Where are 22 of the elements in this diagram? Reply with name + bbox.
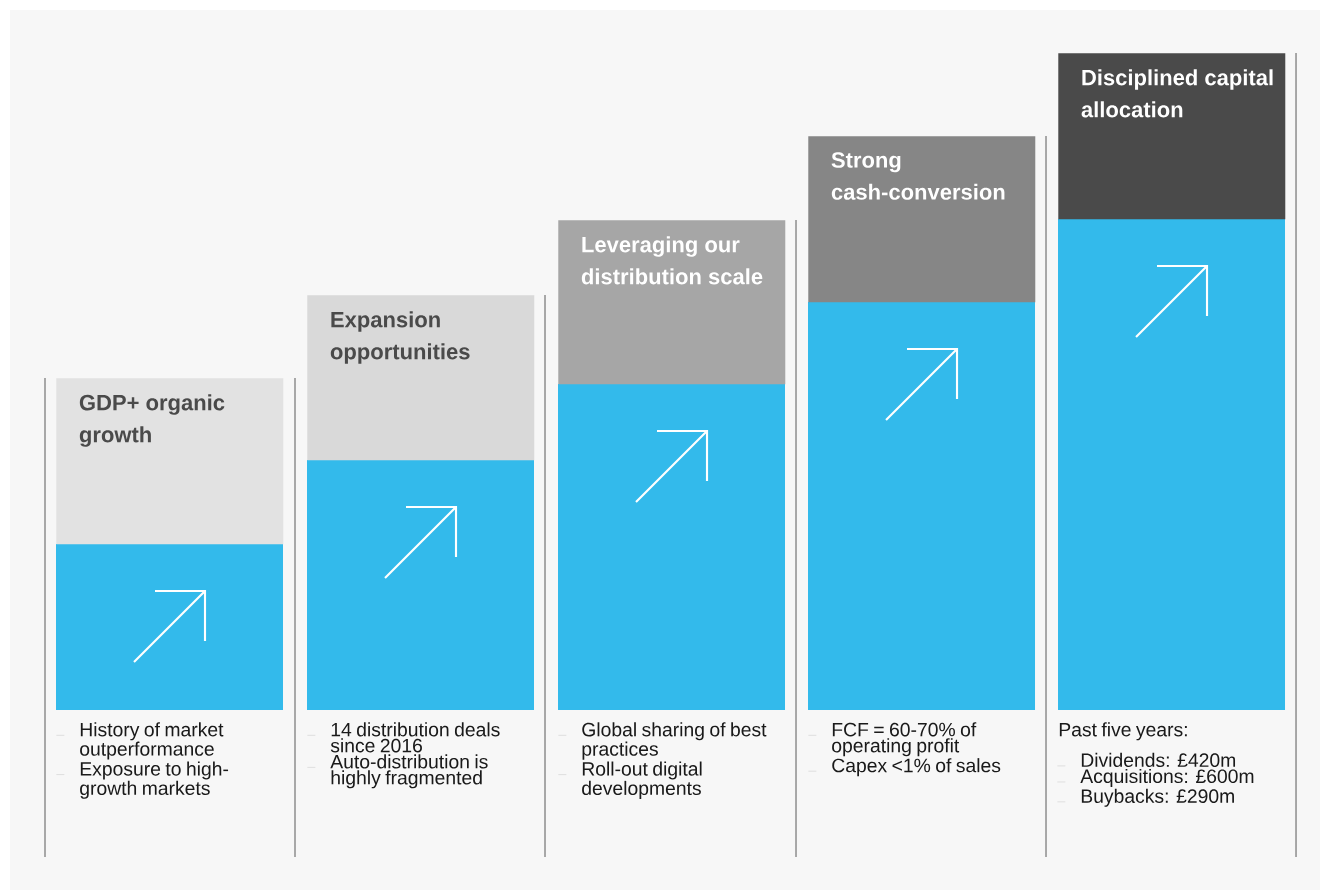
bullet-text: Buybacks: £290m (1081, 788, 1234, 807)
bullet-text: Capex <1% of sales (832, 758, 1001, 777)
bullet-text: FCF = 60-70% of operating profit (832, 722, 977, 757)
node-label: Expansion opportunities (330, 311, 470, 364)
column-bar: Disciplined capital allocation (1058, 53, 1286, 710)
bullet-text: Dividends: £420m (1081, 752, 1235, 767)
node-label: Disciplined capital allocation (1081, 69, 1273, 118)
node-label: GDP+ organic growth (79, 394, 225, 447)
node-label: Strong cash-conversion (831, 152, 1005, 200)
bullet-text: Past five years: (1059, 722, 1187, 741)
column-bar: Expansion opportunities (307, 295, 535, 710)
bullet-text: Global sharing of best practices (582, 722, 767, 760)
bullet-text: Auto-distribution is highly fragmented (330, 754, 488, 789)
bullet-text: Exposure to high-growth markets (80, 761, 229, 799)
column-bar: GDP+ organic growth (56, 378, 284, 710)
node-label: Leveraging our distribution scale (581, 236, 763, 285)
bullet-text: Acquisitions: £600m (1080, 768, 1254, 787)
bullet-text: History of market outperformance (80, 722, 224, 760)
bullet-text: Roll-out digital developments (582, 761, 702, 799)
column-bar: Strong cash-conversion (808, 136, 1036, 710)
column-bar: Leveraging our distribution scale (558, 220, 786, 710)
bullet-text: 14 distribution deals since 2016 (330, 722, 500, 753)
